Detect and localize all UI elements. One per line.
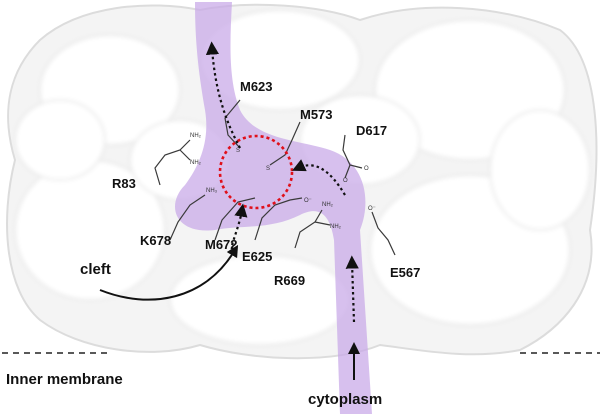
svg-text:O: O — [343, 178, 348, 184]
svg-text:NH₂: NH₂ — [190, 133, 202, 139]
svg-text:NH₂: NH₂ — [190, 160, 202, 166]
label-e625: E625 — [242, 249, 273, 264]
label-inner-membrane: Inner membrane — [6, 371, 123, 388]
label-m672: M672 — [205, 237, 238, 252]
svg-text:O: O — [364, 166, 369, 172]
atom-glyphs: S S O O NH₂ NH₂ NH₃ O⁻ NH₂ NH₂ O⁻ — [190, 133, 376, 230]
arrow-to-site-right — [292, 159, 346, 196]
label-cytoplasm: cytoplasm — [308, 391, 383, 408]
svg-text:NH₃: NH₃ — [206, 188, 218, 194]
solid-arrows — [99, 244, 360, 380]
svg-text:NH₂: NH₂ — [322, 202, 334, 208]
label-m573: M573 — [300, 107, 333, 122]
substrate-channel — [175, 2, 372, 414]
svg-text:O⁻: O⁻ — [304, 198, 312, 204]
residue-sticks — [154, 99, 396, 256]
label-e567: E567 — [390, 265, 421, 280]
arrow-from-cleft-dotted — [230, 203, 248, 246]
binding-site-ring — [218, 134, 294, 210]
label-d617: D617 — [356, 123, 388, 138]
arrow-from-cytoplasm — [345, 255, 359, 323]
pathway-arrows — [205, 41, 359, 323]
label-r669: R669 — [274, 273, 306, 288]
svg-text:S: S — [236, 148, 240, 154]
svg-text:O⁻: O⁻ — [368, 206, 376, 212]
label-k678: K678 — [140, 233, 172, 248]
cleft-arrow — [99, 244, 239, 301]
svg-text:NH₂: NH₂ — [330, 224, 342, 230]
label-r83: R83 — [112, 176, 136, 191]
label-m623: M623 — [240, 79, 273, 94]
label-cleft: cleft — [80, 261, 111, 278]
svg-text:S: S — [266, 166, 270, 172]
